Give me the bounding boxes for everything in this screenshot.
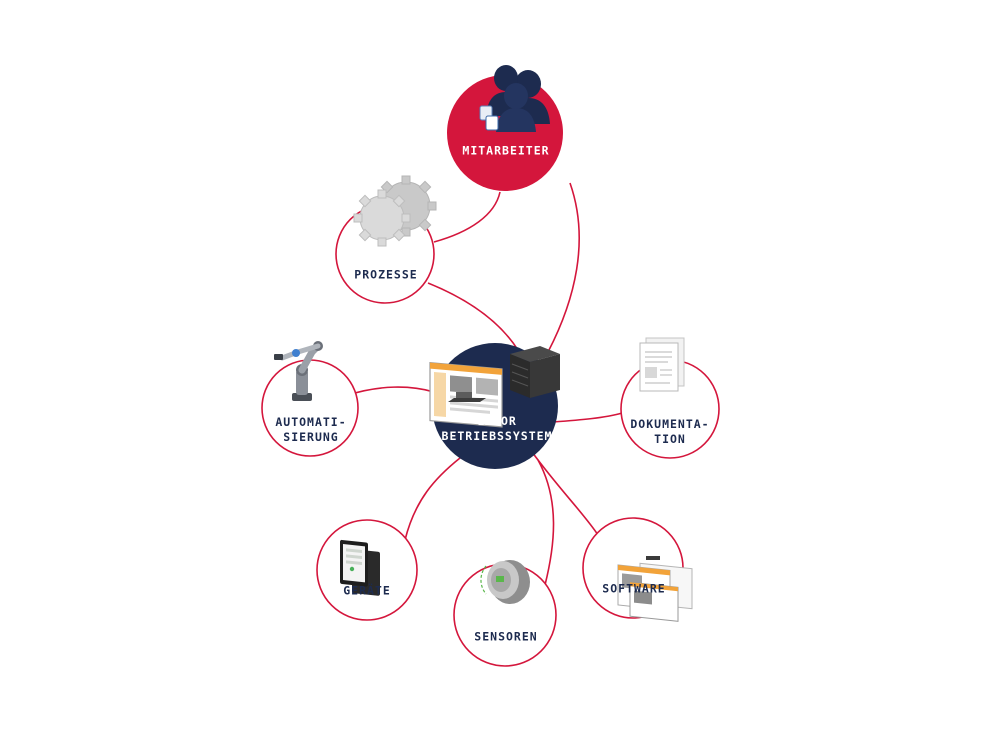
connector-mitarbeiter: [547, 182, 580, 353]
label-dokumentation: DOKUMENTA- TION: [630, 417, 710, 446]
connector-prozesse-center: [427, 282, 519, 351]
connections: [347, 182, 623, 586]
label-software: SOFTWARE: [602, 581, 666, 596]
label-automatisierung: AUTOMATI- SIERUNG: [275, 415, 347, 444]
sensor-icon: [480, 560, 530, 604]
connector-software: [531, 451, 599, 536]
label-mitarbeiter: MITARBEITER: [462, 143, 550, 158]
label-sensoren: SENSOREN: [474, 629, 538, 644]
connector-automatisierung: [347, 386, 435, 396]
label-geraete: GERÄTE: [343, 583, 391, 598]
connector-dokumentation: [552, 412, 623, 423]
gears-icon: [353, 175, 437, 247]
document-icon: [639, 337, 685, 392]
screens-icon: [617, 556, 693, 622]
tablet-icon: [340, 539, 380, 596]
label-prozesse: PROZESSE: [354, 267, 418, 282]
people-icon: [479, 65, 550, 132]
center-computer-icon: [429, 346, 560, 428]
robot-arm-icon: [274, 341, 323, 401]
connector-prozesse: [433, 191, 501, 243]
connector-geraete: [404, 457, 461, 541]
label-center: LABOR BETRIEBSSYSTEM: [441, 414, 553, 443]
connector-sensoren: [537, 459, 555, 586]
